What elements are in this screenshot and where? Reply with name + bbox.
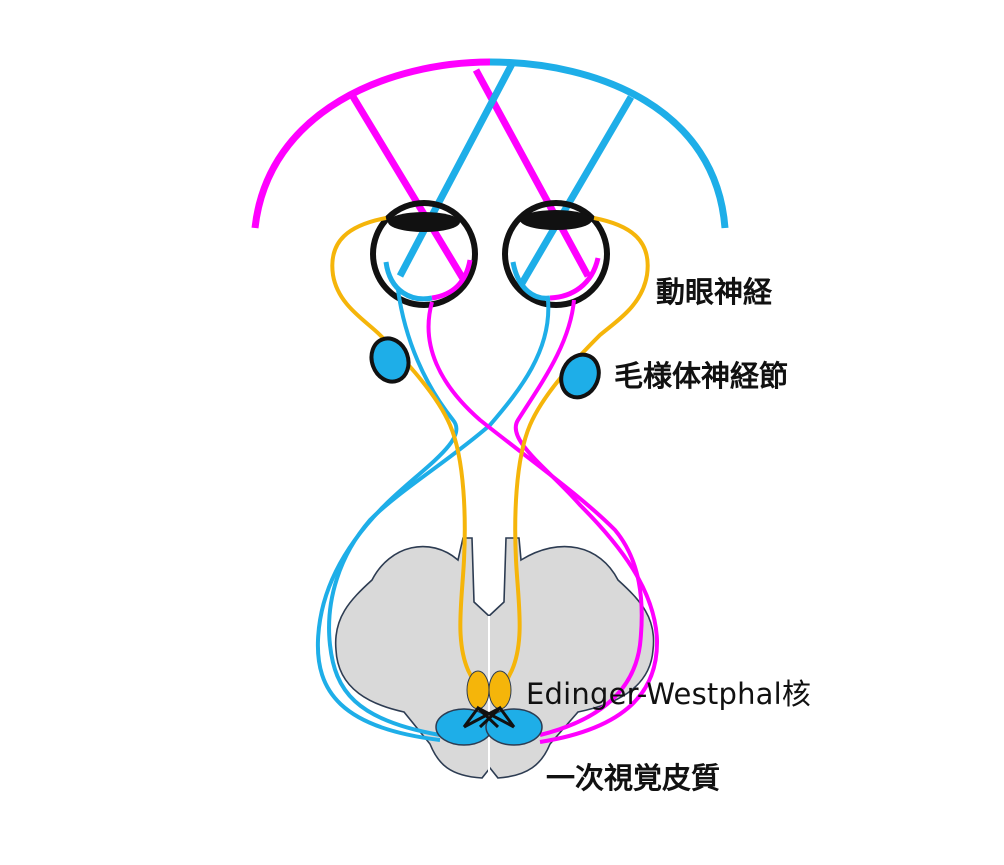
right-eye — [502, 200, 610, 308]
left-retina-nasal — [431, 259, 473, 301]
pretectal-to-ew-connections — [462, 705, 516, 729]
brainstem-section — [334, 537, 655, 779]
right-retina-temporal — [549, 257, 601, 301]
ray-left-field-to-left-eye — [349, 93, 468, 284]
left-lens — [388, 212, 460, 232]
oculomotor-nerve-left — [330, 216, 480, 691]
right-visual-field-arc — [489, 58, 729, 229]
right-eyeball — [502, 200, 610, 308]
label-ciliary-ganglion: 毛様体神経節 — [614, 359, 789, 393]
optic-pathway-left-nasal — [426, 301, 644, 737]
optic-pathway-right-nasal — [327, 299, 551, 737]
ciliary-ganglion-right — [559, 352, 601, 400]
left-retina-temporal — [383, 261, 433, 302]
right-lens — [520, 210, 592, 230]
oculomotor-nerve-right — [500, 216, 650, 691]
label-edinger-westphal-nucleus: Edinger-Westphal核 — [526, 677, 812, 711]
ray-right-field-to-left-eye — [396, 60, 517, 278]
left-visual-field-arc — [251, 58, 491, 229]
label-primary-visual-cortex: 一次視覚皮質 — [546, 761, 721, 795]
left-eyeball — [370, 200, 478, 308]
ciliary-ganglion-left — [369, 336, 411, 384]
edinger-westphal-nucleus-right — [488, 670, 512, 710]
ray-left-field-to-right-eye — [472, 68, 592, 278]
right-retina-nasal — [510, 261, 551, 301]
ray-right-field-to-right-eye — [517, 95, 635, 287]
edinger-westphal-nucleus-left — [466, 670, 490, 710]
optic-pathway-right-temporal — [513, 299, 660, 744]
left-eye — [370, 200, 478, 308]
label-oculomotor-nerve: 動眼神経 — [656, 275, 773, 309]
